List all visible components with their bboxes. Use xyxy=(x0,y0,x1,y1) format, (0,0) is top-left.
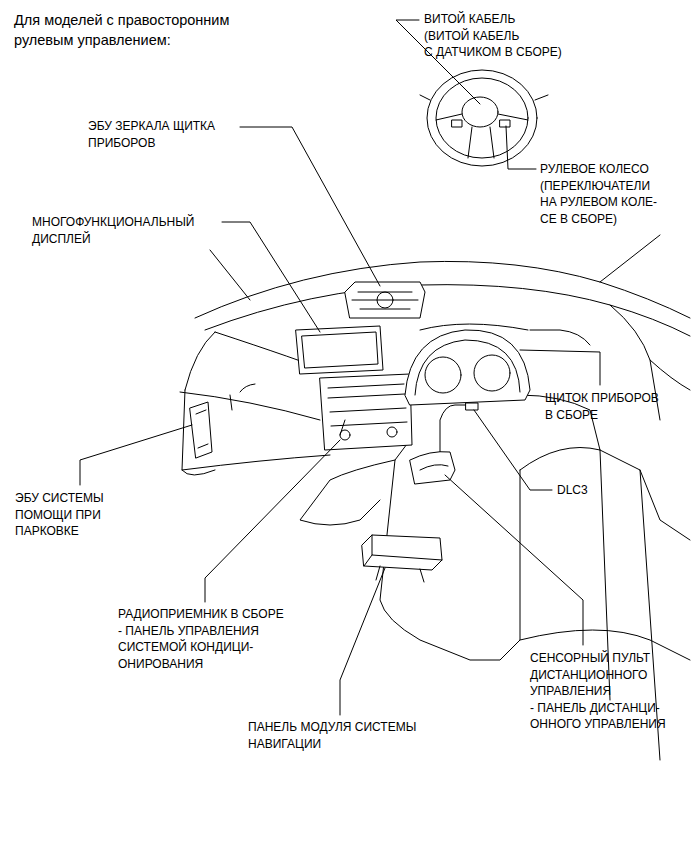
leader-line xyxy=(506,126,536,169)
multi-display xyxy=(296,326,383,374)
navigation-module xyxy=(362,535,442,582)
steering-wheel xyxy=(427,70,537,166)
leader-line xyxy=(520,350,600,385)
leader-line xyxy=(222,222,320,332)
instrument-cluster xyxy=(425,357,461,393)
dlc3-connector xyxy=(466,403,478,410)
steering-wheel xyxy=(500,120,510,127)
part-label: - ПАНЕЛЬ ДИСТАНЦИ- ОННОГО УПРАВЛЕНИЯ xyxy=(530,700,666,733)
dashboard-body xyxy=(530,330,590,345)
part-label: РУЛЕВОЕ КОЛЕСО (ПЕРЕКЛЮЧАТЕЛИ НА РУЛЕВОМ… xyxy=(540,161,657,227)
dashboard-body xyxy=(180,235,690,760)
page-title: Для моделей с правосторонним рулевым упр… xyxy=(14,10,229,50)
leader-line xyxy=(80,20,600,715)
leader-line xyxy=(474,410,552,490)
dlc3-connector xyxy=(466,403,478,410)
mirror-ecu xyxy=(377,292,393,308)
dashboard-body xyxy=(300,460,395,525)
radio-assembly xyxy=(340,420,345,435)
instrument-cluster xyxy=(415,340,520,395)
instrument-cluster xyxy=(474,355,510,391)
dashboard-body xyxy=(520,448,690,541)
remote-touch xyxy=(410,452,455,484)
multi-display xyxy=(302,332,378,368)
instrument-cluster xyxy=(420,324,528,330)
part-label: СЕНСОРНЫЙ ПУЛЬТ ДИСТАНЦИОННОГО УПРАВЛЕНИ… xyxy=(530,650,650,700)
leader-line xyxy=(340,568,385,715)
leader-line xyxy=(205,440,340,602)
mirror-ecu xyxy=(352,292,418,309)
radio-assembly xyxy=(320,374,412,450)
parking-ecu xyxy=(190,402,212,458)
radio-assembly xyxy=(320,374,412,450)
part-label: DLC3 xyxy=(557,482,588,499)
navigation-module xyxy=(376,566,424,582)
part-label: ЩИТОК ПРИБОРОВ В СБОРЕ xyxy=(545,390,659,423)
part-label: ВИТОЙ КАБЕЛЬ (ВИТОЙ КАБЕЛЬ С ДАТЧИКОМ В … xyxy=(424,11,562,61)
part-label: ПАНЕЛЬ МОДУЛЯ СИСТЕМЫ НАВИГАЦИИ xyxy=(248,719,416,752)
mirror-ecu xyxy=(345,282,425,318)
steering-wheel xyxy=(436,78,528,158)
multi-display xyxy=(296,326,383,374)
dashboard-body xyxy=(230,384,255,410)
part-label: ЭБУ ЗЕРКАЛА ЩИТКА ПРИБОРОВ xyxy=(88,118,215,151)
leader-line xyxy=(445,475,583,645)
instrument-cluster xyxy=(405,330,530,405)
navigation-module xyxy=(364,535,442,566)
radio-assembly xyxy=(328,384,407,426)
steering-wheel xyxy=(420,70,548,166)
dashboard-body xyxy=(440,405,470,455)
instrument-cluster xyxy=(405,324,530,405)
navigation-module xyxy=(362,535,442,570)
dashboard-body xyxy=(180,392,330,470)
steering-wheel xyxy=(452,120,462,127)
part-label: РАДИОПРИЕМНИК В СБОРЕ xyxy=(118,606,284,623)
part-label: МНОГОФУНКЦИОНАЛЬНЫЙ ДИСПЛЕЙ xyxy=(32,214,194,247)
part-label: - ПАНЕЛЬ УПРАВЛЕНИЯ СИСТЕМОЙ КОНДИЦИ- ОН… xyxy=(118,623,259,673)
steering-wheel xyxy=(420,95,548,100)
leader-line xyxy=(80,425,192,485)
parking-ecu xyxy=(190,402,212,458)
leader-line xyxy=(240,127,380,286)
remote-touch xyxy=(410,452,455,484)
steering-wheel xyxy=(462,97,498,127)
radio-assembly xyxy=(387,427,397,437)
mirror-ecu xyxy=(345,282,425,318)
dashboard-body xyxy=(205,285,690,336)
steering-wheel xyxy=(436,114,528,158)
dashboard-body xyxy=(210,235,660,300)
parking-ecu xyxy=(196,410,208,448)
remote-touch xyxy=(420,465,448,470)
part-label: ЭБУ СИСТЕМЫ ПОМОЩИ ПРИ ПАРКОВКЕ xyxy=(15,490,104,540)
dashboard-body xyxy=(182,332,215,475)
